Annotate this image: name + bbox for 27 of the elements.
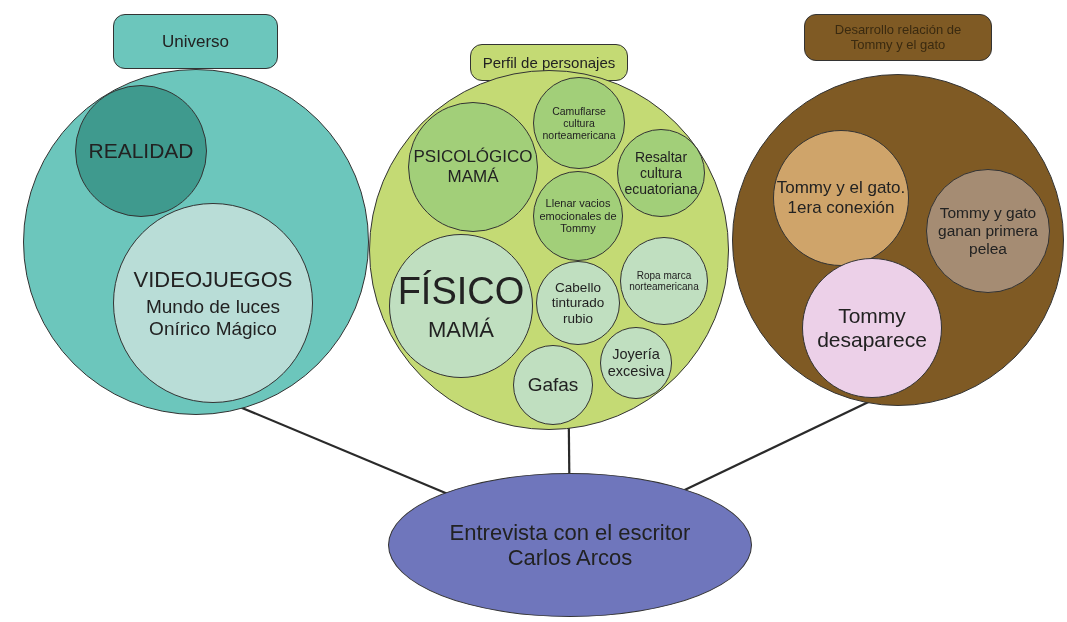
node-label: Mundo de luces Onírico Mágico — [144, 295, 282, 340]
node-label: Joyería excesiva — [606, 346, 666, 380]
node-label: Cabello tinturado rubio — [550, 279, 606, 327]
node-label: Entrevista con el escritor Carlos Arcos — [448, 519, 692, 571]
circle-node — [533, 77, 625, 169]
node-label: VIDEOJUEGOS — [132, 266, 294, 292]
node-label: PSICOLÓGICO MAMÁ — [412, 147, 534, 187]
node-label: Resaltar cultura ecuatoriana — [623, 148, 699, 198]
node-label: FÍSICO — [396, 269, 526, 314]
node-label: Desarrollo relación de Tommy y el gato — [833, 22, 963, 53]
node-label: MAMÁ — [427, 317, 495, 343]
circle-node — [513, 345, 593, 425]
node-label: Tommy y gato ganan primera pelea — [937, 204, 1039, 258]
circle-node — [600, 327, 672, 399]
heading-tab — [804, 14, 992, 61]
connector-line — [683, 400, 870, 492]
node-label: Tommy desaparece — [816, 303, 928, 353]
node-label: REALIDAD — [87, 138, 195, 164]
node-label: Llenar vacios emocionales de Tommy — [538, 197, 618, 235]
node-label: Ropa marca norteamericana — [628, 269, 700, 293]
node-label: Camuflarse cultura norteamericana — [541, 104, 617, 142]
node-label: Gafas — [526, 374, 580, 396]
node-label: Perfil de personajes — [481, 53, 617, 72]
node-label: Tommy y el gato. 1era conexión — [776, 178, 906, 218]
node-label: Universo — [160, 31, 231, 52]
connector-line — [567, 426, 571, 475]
heading-tab — [113, 14, 278, 69]
